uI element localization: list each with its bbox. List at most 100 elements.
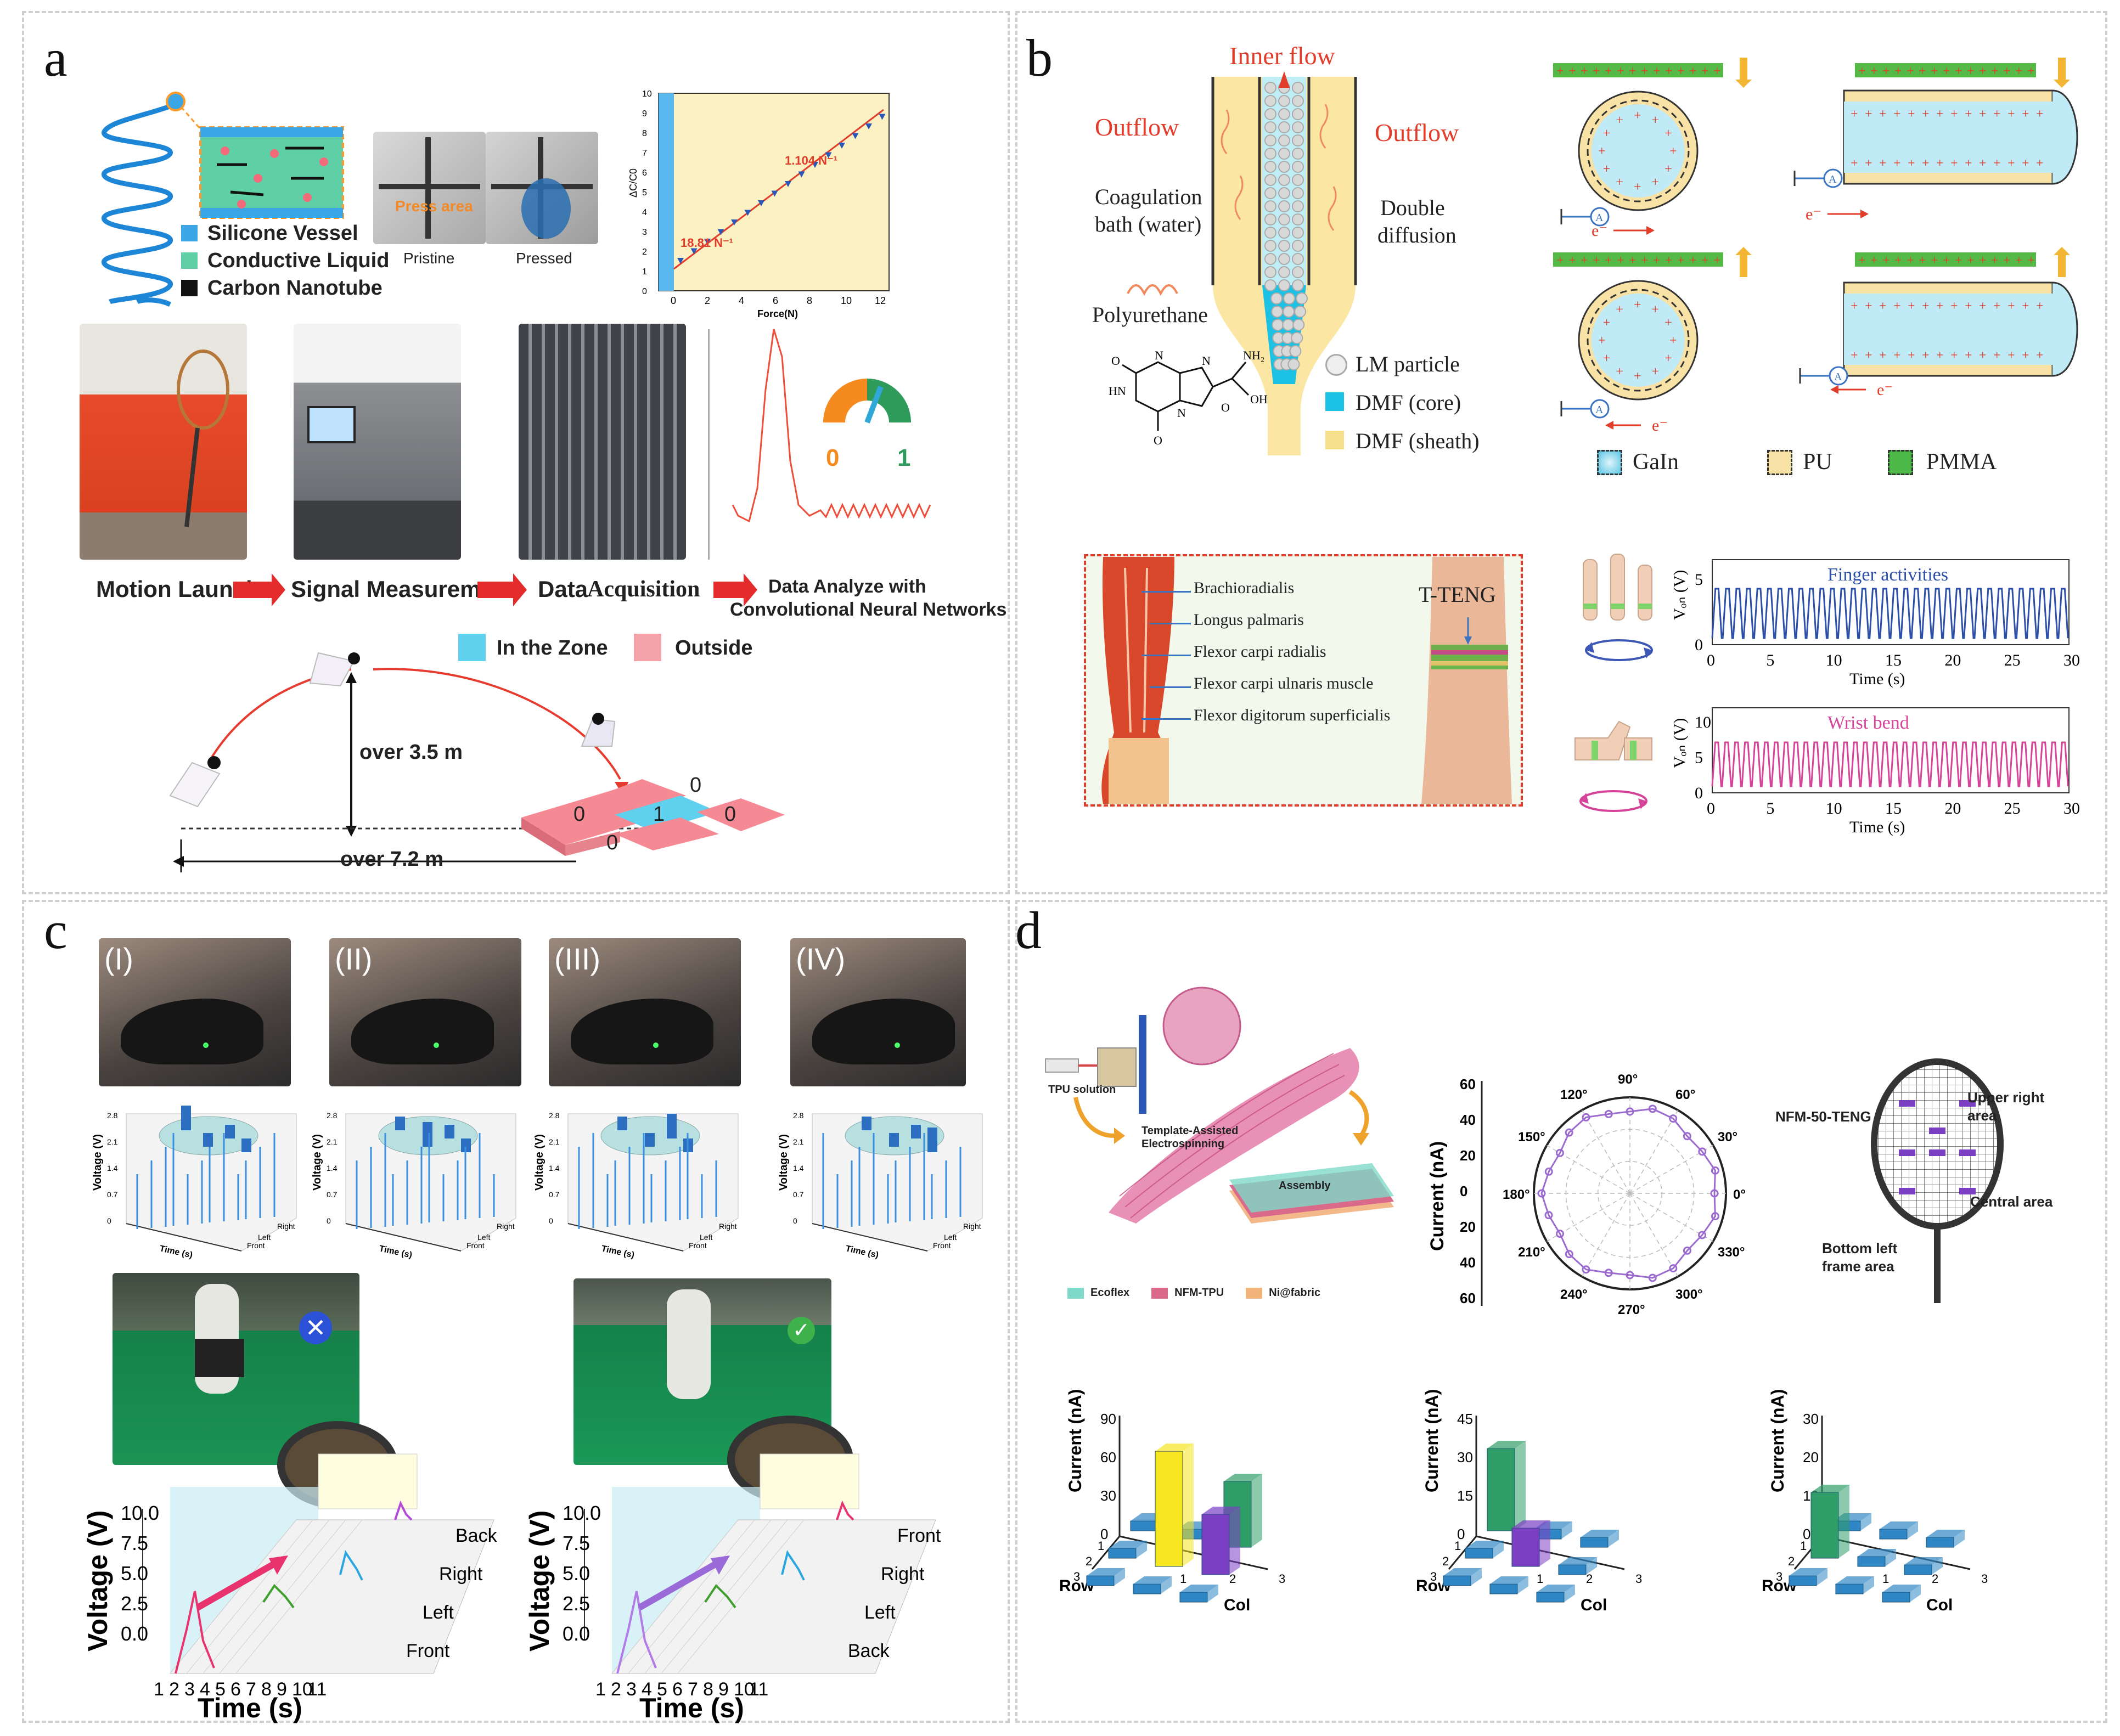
big-xlabel: Time (s) [198,1693,302,1723]
mini-backplane [126,1113,297,1252]
polar-rtick: 40 [1460,1254,1476,1271]
bar-side [1954,1530,1965,1547]
voc-ytick: 10 [1695,713,1711,731]
badminton-racket-icon [177,350,229,527]
arrow-shaft [2058,255,2066,277]
pmma-charge: + [1713,64,1721,78]
mini-xlabel: Time (s) [159,1244,193,1260]
bar-side [1114,1568,1125,1586]
low-force-band [659,93,674,291]
tube-charge: + [1851,107,1858,121]
core-charge: + [1634,109,1641,123]
mini-xlabel: Time (s) [845,1244,879,1260]
voc-xtick: 30 [2063,651,2080,669]
voc-ytick: 5 [1695,571,1703,589]
mat-label-pmma: PMMA [1926,449,1997,475]
mol-o2: O [1154,433,1162,447]
bar-front [1879,1529,1908,1540]
bar-top [1465,1541,1504,1548]
led-indicator [653,1042,659,1048]
force-ytick: 1 [642,267,647,277]
depth-label: Left [423,1602,454,1623]
lm-particle [1264,240,1277,252]
depth-label: Front [406,1641,450,1661]
panel-c-frame [22,900,1010,1723]
bar-front [1179,1592,1208,1603]
core-charge: + [1634,298,1641,312]
pmma-charge: + [1967,64,1975,78]
pmma-charge: + [1605,253,1612,268]
mol-hn: HN [1109,384,1126,398]
tube-charge: + [1979,156,1987,171]
bar-side [1251,1474,1262,1547]
force-ylabel: ΔC/C0 [628,168,639,198]
pmma-charge: + [1701,64,1709,78]
lm-particle [1272,319,1284,331]
grid-line [186,1519,313,1674]
mini-backplane [812,1113,983,1252]
tube-charge: + [1936,299,1944,313]
lm-particle [1292,95,1304,107]
pressure-pillar [617,1117,627,1130]
mini-ytick: 0 [793,1216,797,1225]
muscle-label: Flexor digitorum superficialis [1194,706,1391,724]
mini-ytick: 0.7 [549,1190,560,1199]
tube-charge: + [2022,107,2029,121]
big-xtick: 9 [277,1679,287,1700]
bar-top [1180,1585,1218,1592]
data-point [731,219,738,226]
pmma-charge: + [1882,64,1890,78]
bar-side [1838,1485,1849,1558]
bar-front [1580,1537,1609,1548]
mini-depth-label: Front [466,1241,485,1250]
core-charge: + [1634,180,1641,194]
core-charge: + [1652,364,1660,379]
trace-back [394,1500,413,1521]
bar-col-tick: 3 [1981,1572,1988,1586]
tube-charge: + [1993,107,2001,121]
arrow-down-icon [2054,80,2070,88]
pmma-charge: + [1653,253,1661,268]
lm-particle [1291,332,1303,344]
force-ytick: 0 [642,287,647,296]
force-xtick: 6 [773,295,778,306]
bar-top [1109,1541,1147,1548]
tube-charge: + [2036,299,2044,313]
legend-swatch-cnt [181,280,198,296]
force-xtick: 2 [705,295,710,306]
mini-ylabel: Voltage (V) [778,1134,790,1191]
lm-particle [1264,108,1277,120]
forearm-photo [1421,557,1512,804]
arrow-up-icon [1735,247,1752,255]
mini-ytick: 1.4 [793,1164,804,1173]
voc-title: Wrist bend [1827,713,1909,733]
data-point [785,181,791,187]
data-point [690,248,698,255]
overlay-press-area: Press area [395,198,473,215]
mini-xlabel: Time (s) [600,1244,635,1260]
bar-side [1885,1549,1896,1566]
bar-front [1489,1583,1518,1594]
frame-label: (IV) [796,942,846,976]
tube-charge: + [2036,107,2044,121]
lm-particle [1292,279,1304,291]
bar-row-tick: 1 [1098,1539,1104,1553]
bar-front [1536,1592,1565,1603]
gauge-zero: 0 [826,444,840,471]
mini-ytick: 0 [327,1216,331,1225]
bar-front [1926,1537,1954,1548]
bar-front [1086,1575,1115,1586]
lm-particle [1264,82,1277,94]
lm-particle [1292,174,1304,186]
pmma-charge: + [1701,253,1709,268]
photo-pressed [486,132,598,244]
direction-arrow [638,1560,718,1611]
core-charge: + [1652,175,1660,189]
cartoon-cross-icon: ✕ [299,1311,332,1344]
bar-top [1926,1530,1965,1537]
big-xtick: 2 [169,1679,179,1700]
fab-tpu-solution: TPU solution [1048,1084,1116,1096]
bar-col-tick: 3 [1635,1572,1642,1586]
